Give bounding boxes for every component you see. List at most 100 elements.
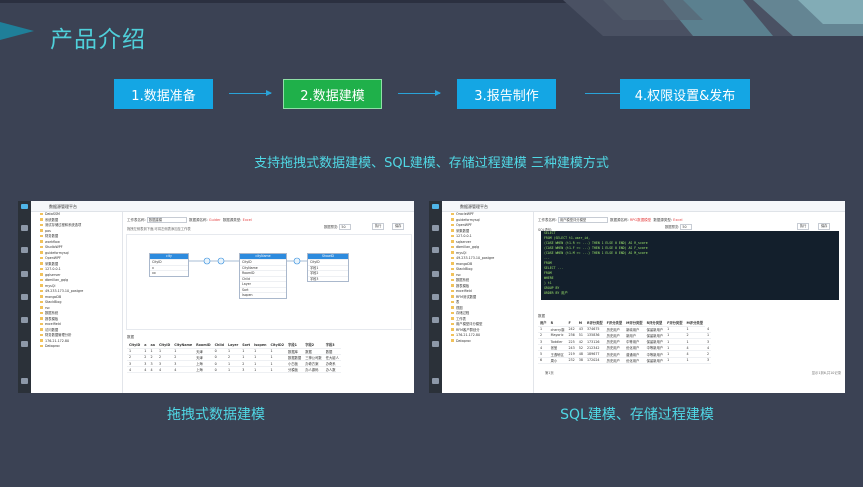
grid-header-cell[interactable]: R评分类型 (584, 320, 605, 327)
step-permission-publish[interactable]: 4.权限设置&发布 (620, 79, 750, 109)
grid-header-cell[interactable]: 字段2 (303, 342, 324, 349)
grid-cell: 4 (148, 366, 157, 374)
tree-item[interactable]: 采集数据 (31, 262, 122, 268)
tree-item[interactable]: 财务数据管理分析 (31, 333, 122, 339)
tree-item[interactable]: guideformysql (442, 218, 533, 224)
grid-header-cell[interactable]: Child (212, 342, 226, 349)
grid-header-cell[interactable]: F评分类型 (604, 320, 625, 327)
grid-header-cell[interactable]: CityID2 (268, 342, 287, 349)
sql-line: SELECT ... (544, 266, 564, 270)
grid-header-cell[interactable]: R评分类型 (644, 320, 666, 327)
run-button[interactable]: 执行 (797, 223, 810, 230)
tree-item[interactable]: OracleWPF (442, 212, 533, 218)
tree-item[interactable]: StackBlog (31, 300, 122, 306)
tree-item[interactable]: StudioWPF (31, 245, 122, 251)
save-button[interactable]: 保存 (392, 223, 405, 230)
tree-item[interactable]: DataSSM (31, 212, 122, 218)
preview-count-input[interactable]: 50 (339, 224, 352, 230)
tree-item[interactable]: mysQl (31, 284, 122, 290)
tree-item[interactable]: 176.21.172.80 (31, 339, 122, 345)
tree-item[interactable]: 视图 (442, 306, 533, 312)
tree-item[interactable]: dbmillan_gqlg (442, 245, 533, 251)
tree-item[interactable]: guideformysql (31, 251, 122, 257)
grid-cell: 优化用户 (624, 344, 645, 352)
logo-icon (432, 204, 439, 209)
tree-item[interactable]: 127.0.0.1 (31, 267, 122, 273)
sql-editor[interactable]: SELECT FROM (SELECT t1.user_id, (CASE WH… (541, 231, 839, 300)
tree-item[interactable]: 访问数据 (31, 328, 122, 334)
source-name-value: RPG数据模型 (629, 218, 652, 222)
tree-item[interactable]: 数据系统 (31, 311, 122, 317)
grid-cell: 135836 (584, 332, 605, 340)
tree-item[interactable]: mysQl (442, 251, 533, 257)
grid-header-cell[interactable]: R (548, 320, 567, 327)
tree-item[interactable]: 49.233.173.10_postgre (442, 256, 533, 262)
tree-item[interactable]: workflow (31, 240, 122, 246)
grid-header-cell[interactable]: 用户 (538, 320, 549, 327)
tree-item[interactable]: OpenWPF (442, 223, 533, 229)
pager[interactable]: 第1页 (545, 371, 554, 375)
tree-item[interactable]: 工作表 (442, 317, 533, 323)
step-report-making[interactable]: 3.报告制作 (457, 79, 556, 109)
grid-cell: 38 (576, 357, 585, 364)
tree-item[interactable]: 测试存储过程和系统选项 (31, 223, 122, 229)
tree-item[interactable]: rsc (31, 306, 122, 312)
grid-header-cell[interactable]: F评分类型 (665, 320, 685, 327)
grid-header-cell[interactable]: Layer (225, 342, 241, 349)
tree-item[interactable]: Dataproc (31, 344, 122, 350)
tree-item[interactable]: 财务数据 (31, 234, 122, 240)
tree-item[interactable]: 49.233.173.10_postgre (31, 289, 122, 295)
worksheet-name-input[interactable]: 用户模型评分模型 (557, 217, 608, 223)
grid-header-cell[interactable]: a (142, 342, 149, 349)
tree-item[interactable]: 报表模板 (442, 284, 533, 290)
grid-cell: 3 (240, 366, 253, 374)
grid-header-cell[interactable]: F (566, 320, 577, 327)
tree-item[interactable]: pos (31, 229, 122, 235)
tree-item[interactable]: rsc (442, 273, 533, 279)
tree-item[interactable]: StackBlog (442, 267, 533, 273)
tree-item[interactable]: gqlserver (31, 273, 122, 279)
step-data-preparation[interactable]: 1.数据准备 (114, 79, 213, 109)
tree-item[interactable]: dbmillan_gqlg (31, 278, 122, 284)
run-button[interactable]: 执行 (372, 223, 385, 230)
tree-item[interactable]: mongoDB (442, 262, 533, 268)
grid-header-cell[interactable]: CityName (172, 342, 195, 349)
tree-item[interactable]: 176.21.172.80 (442, 333, 533, 339)
tree-item[interactable]: 系统数据 (31, 218, 122, 224)
grid-header-cell[interactable]: Isopen (252, 342, 269, 349)
grid-header-cell[interactable]: CityID (127, 342, 143, 349)
grid-header-cell[interactable]: M评分类型 (684, 320, 705, 327)
grid-header-cell[interactable]: 字段1 (286, 342, 304, 349)
save-button[interactable]: 保存 (818, 223, 831, 230)
tree-item[interactable]: 采集数据 (442, 229, 533, 235)
tree-item[interactable]: excelfield (442, 289, 533, 295)
tree-item[interactable]: excelfield (31, 322, 122, 328)
grid-cell: 张莹 (548, 344, 567, 352)
grid-header-cell[interactable]: M评分类型 (624, 320, 645, 327)
tree-item[interactable]: 存储过程 (442, 311, 533, 317)
worksheet-name-input[interactable]: 数据建模 (146, 217, 187, 223)
grid-header-cell[interactable]: aa (148, 342, 157, 349)
grid-header-cell[interactable]: Sort (240, 342, 253, 349)
tree-item[interactable]: 数据系统 (442, 278, 533, 284)
tree-item[interactable]: 表 (442, 300, 533, 306)
tree-item[interactable]: 127.0.0.1 (442, 234, 533, 240)
grid-header-cell[interactable]: CityID (156, 342, 173, 349)
preview-count-input[interactable]: 50 (680, 224, 693, 230)
tree-item[interactable]: RFM客户群划分 (442, 328, 533, 334)
step-data-modeling[interactable]: 2.数据建模 (283, 79, 382, 109)
tree-item[interactable]: RFM测试数据 (442, 295, 533, 301)
tree-item[interactable]: mongoDB (31, 295, 122, 301)
grid-header-cell[interactable]: RoomID (194, 342, 213, 349)
grid-cell: 天津 (194, 354, 213, 362)
grid-header-cell[interactable]: M (576, 320, 585, 327)
tree-item[interactable]: Dataproc (442, 339, 533, 345)
grid-header-cell[interactable]: 字段3 (323, 342, 341, 349)
tree-item[interactable]: 用户模型评分模型 (442, 322, 533, 328)
tree-item[interactable]: sqlserver (442, 240, 533, 246)
tree-item[interactable]: 报表模板 (31, 317, 122, 323)
tree-item[interactable]: OpenWPF (31, 256, 122, 262)
